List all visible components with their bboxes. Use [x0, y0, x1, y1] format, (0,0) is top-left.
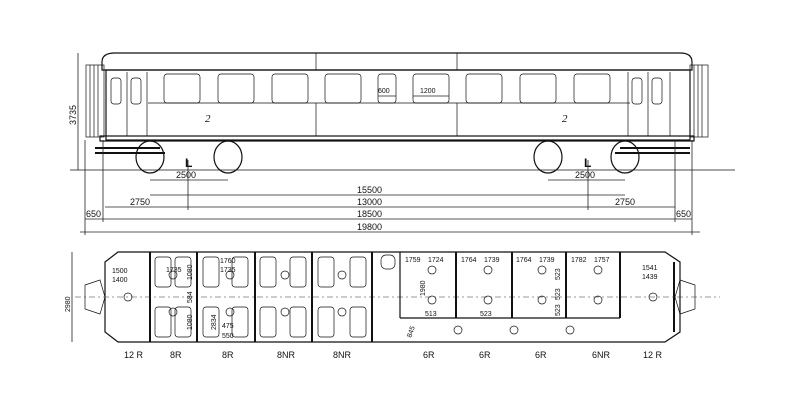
- dim-523: 523: [555, 268, 562, 280]
- dim-2834: 2834: [211, 314, 218, 330]
- dim-15500: 15500: [357, 185, 382, 195]
- comp-dim: 1757: [594, 257, 610, 264]
- dim-wheelbase-left: 2500: [176, 170, 196, 180]
- dim-1500: 1500: [112, 268, 128, 275]
- dim-650-right: 650: [676, 209, 691, 219]
- section-label: 12 R: [643, 350, 663, 360]
- section-label: 12 R: [124, 350, 144, 360]
- window-dim-1200: 1200: [420, 88, 436, 95]
- length-dimensions: 2500 2500 15500 13000 2750 2750 18500 65…: [80, 140, 700, 235]
- dim-2750-left: 2750: [130, 197, 150, 207]
- comp-dim: 1759: [405, 257, 421, 264]
- dim-523: 523: [555, 304, 562, 316]
- plan-outline: [104, 251, 681, 343]
- section-label: 6NR: [592, 350, 611, 360]
- side-elevation: 2 2 L L 600 1200 3735: [68, 52, 735, 174]
- side-windows: [163, 73, 611, 104]
- dim-650-left: 650: [86, 209, 101, 219]
- comp-dim: 1724: [428, 257, 444, 264]
- dim-2750-right: 2750: [615, 197, 635, 207]
- section-label: 8NR: [277, 350, 296, 360]
- dim-584: 584: [187, 291, 194, 303]
- floor-plan: 2980 1500 1400 1735 1760 1735 1080 1080 …: [65, 251, 720, 360]
- dim-1541: 1541: [642, 265, 658, 272]
- gangway-bellows: [85, 64, 709, 138]
- dim-wheelbase-right: 2500: [575, 170, 595, 180]
- plan-width-dim: 2980: [65, 296, 72, 312]
- comp-dim: 1764: [461, 257, 477, 264]
- dim-18500: 18500: [357, 209, 382, 219]
- lamps: [123, 270, 658, 317]
- dim-1760: 1760: [220, 258, 236, 265]
- section-label: 6R: [423, 350, 435, 360]
- comp-dim: 1764: [516, 257, 532, 264]
- open-saloon: [123, 252, 658, 342]
- height-dim: 3735: [68, 105, 78, 125]
- bogie-marker-left: L: [185, 156, 192, 170]
- roof: [101, 52, 693, 71]
- section-label: 6R: [535, 350, 547, 360]
- dim-1735-b: 1735: [220, 267, 236, 274]
- dim-1080-top: 1080: [187, 264, 194, 280]
- class-label-left: 2: [205, 113, 211, 125]
- dim-1439: 1439: [642, 274, 658, 281]
- dim-19800: 19800: [357, 222, 382, 232]
- section-label: 8NR: [333, 350, 352, 360]
- dim-550: 550: [222, 333, 234, 340]
- dim-1080-bottom: 1080: [187, 314, 194, 330]
- dim-1400: 1400: [112, 277, 128, 284]
- dim-13000: 13000: [357, 197, 382, 207]
- comp-dim: 1739: [484, 257, 500, 264]
- dim-523: 523: [555, 288, 562, 300]
- comp-dim: 1782: [571, 257, 587, 264]
- class-label-right: 2: [562, 113, 568, 125]
- dim-513: 513: [425, 311, 437, 318]
- buffers: [95, 147, 690, 154]
- toilet-icon: [380, 254, 396, 270]
- dim-475: 475: [222, 323, 234, 330]
- section-label: 8R: [170, 350, 182, 360]
- dim-845: 845: [406, 325, 417, 338]
- car-body: [105, 69, 691, 141]
- section-labels: 12 R 8R 8R 8NR 8NR 6R 6R 6R 6NR 12 R: [124, 350, 663, 360]
- section-label: 6R: [479, 350, 491, 360]
- dim-523-b: 523: [480, 311, 492, 318]
- gangway-ends: [84, 279, 696, 315]
- section-label: 8R: [222, 350, 234, 360]
- dim-1980: 1980: [420, 280, 427, 296]
- dim-1735-a: 1735: [166, 267, 182, 274]
- window-dim-600: 600: [378, 88, 390, 95]
- wheels: [135, 140, 640, 174]
- comp-dim: 1739: [539, 257, 555, 264]
- compartments: [399, 252, 621, 335]
